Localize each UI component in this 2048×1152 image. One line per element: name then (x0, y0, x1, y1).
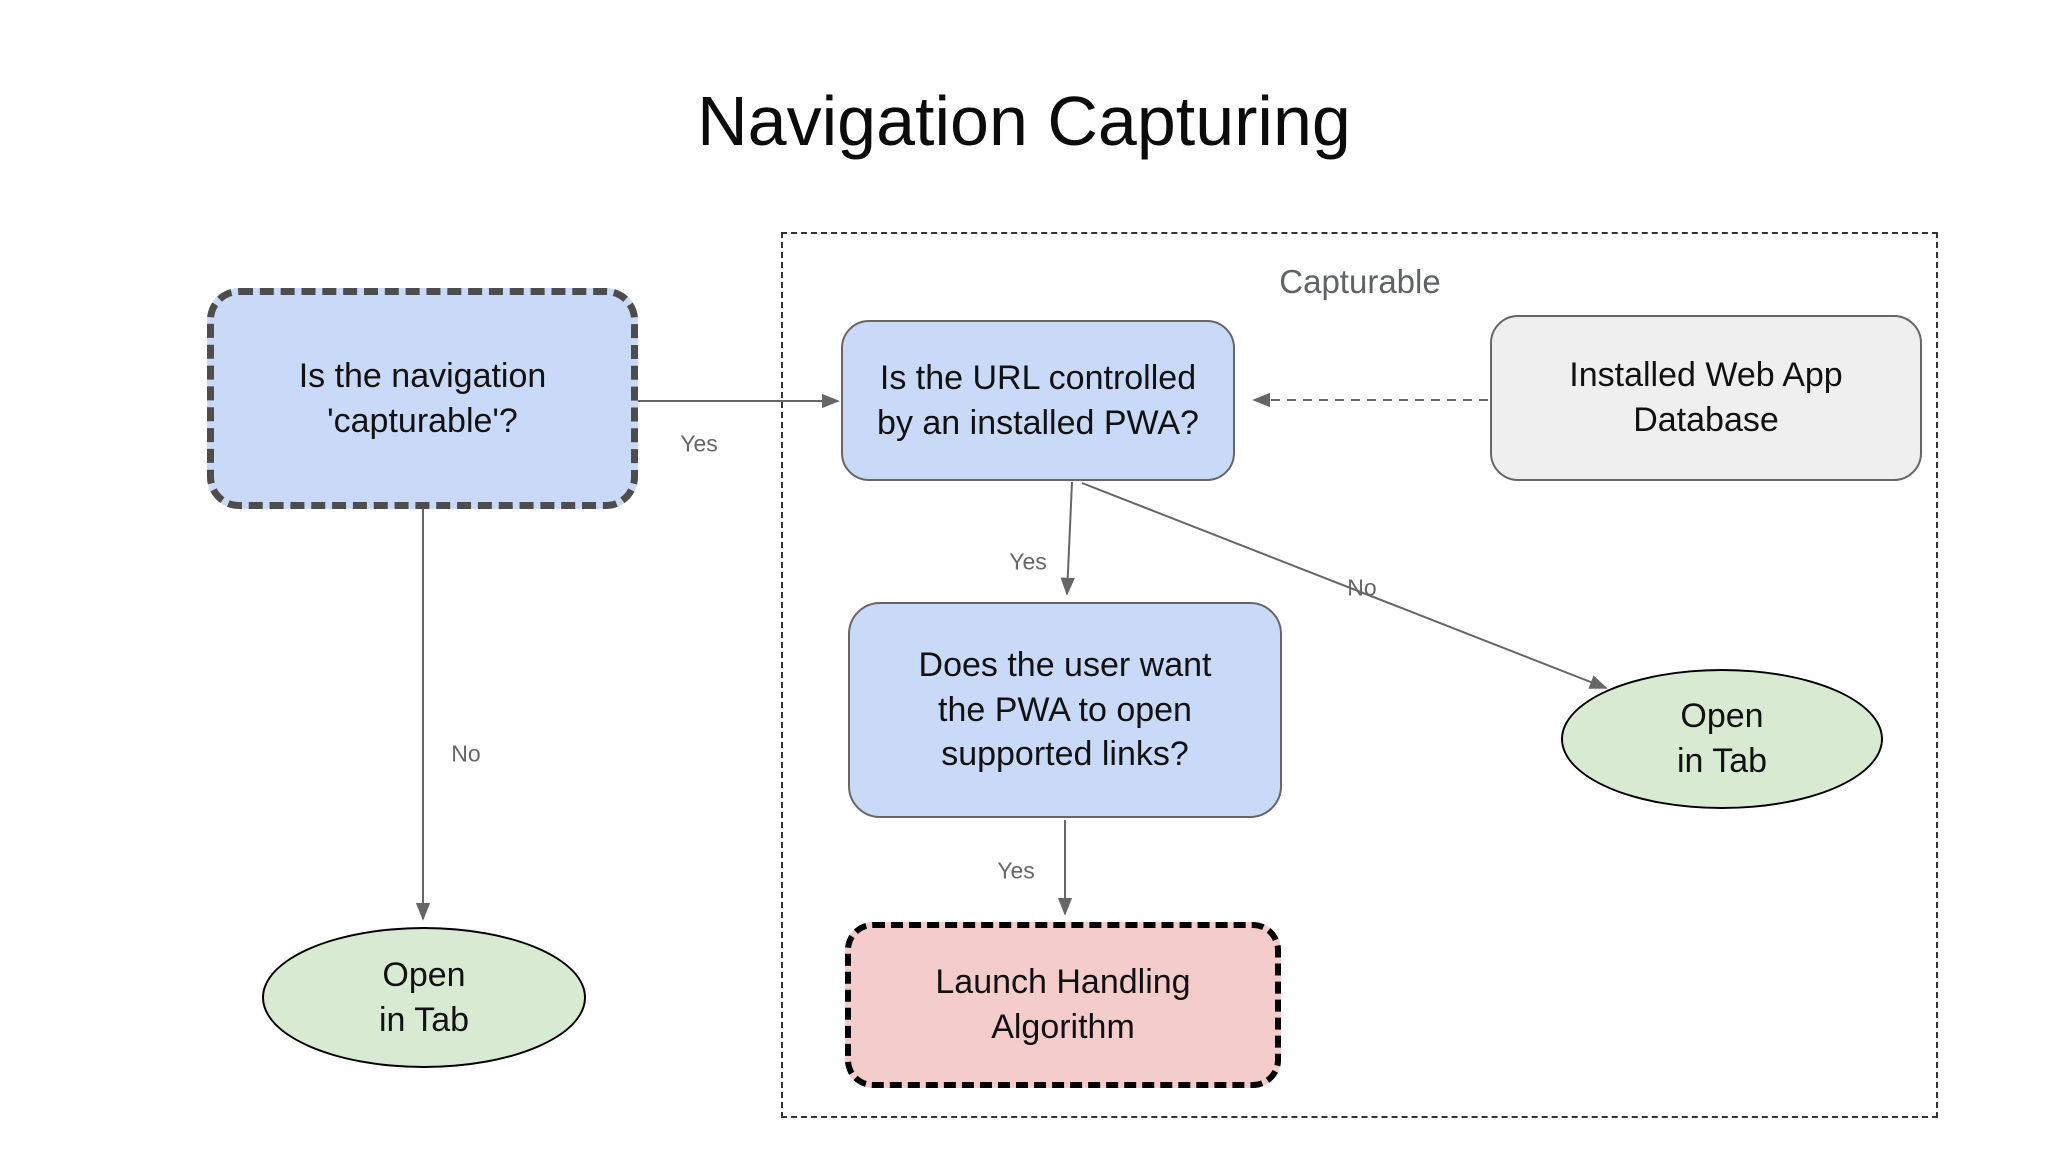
node-is-navigation-capturable: Is the navigation 'capturable'? (207, 288, 638, 509)
edge-label-capturable-no: No (451, 740, 481, 767)
arrow-url-no-to-tab (1081, 482, 1608, 689)
edge-label-capturable-yes: Yes (680, 430, 718, 457)
node-does-user-want-pwa-open-links: Does the user want the PWA to open suppo… (848, 602, 1282, 818)
edge-label-url-pwa-yes: Yes (1009, 548, 1047, 575)
edge-label-user-links-yes: Yes (997, 857, 1035, 884)
node-open-in-tab-left: Open in Tab (262, 927, 586, 1068)
node-is-url-controlled-by-pwa: Is the URL controlled by an installed PW… (841, 320, 1235, 481)
edge-label-url-pwa-no: No (1347, 574, 1377, 601)
node-launch-handling-algorithm: Launch Handling Algorithm (845, 922, 1281, 1088)
page-title: Navigation Capturing (697, 82, 1351, 160)
capturable-group-label: Capturable (1279, 263, 1441, 300)
capturable-group-outline (781, 232, 1938, 1118)
arrow-url-yes-to-userlinks (1060, 481, 1075, 596)
node-open-in-tab-right: Open in Tab (1561, 669, 1883, 809)
node-installed-web-app-database: Installed Web App Database (1490, 315, 1922, 481)
